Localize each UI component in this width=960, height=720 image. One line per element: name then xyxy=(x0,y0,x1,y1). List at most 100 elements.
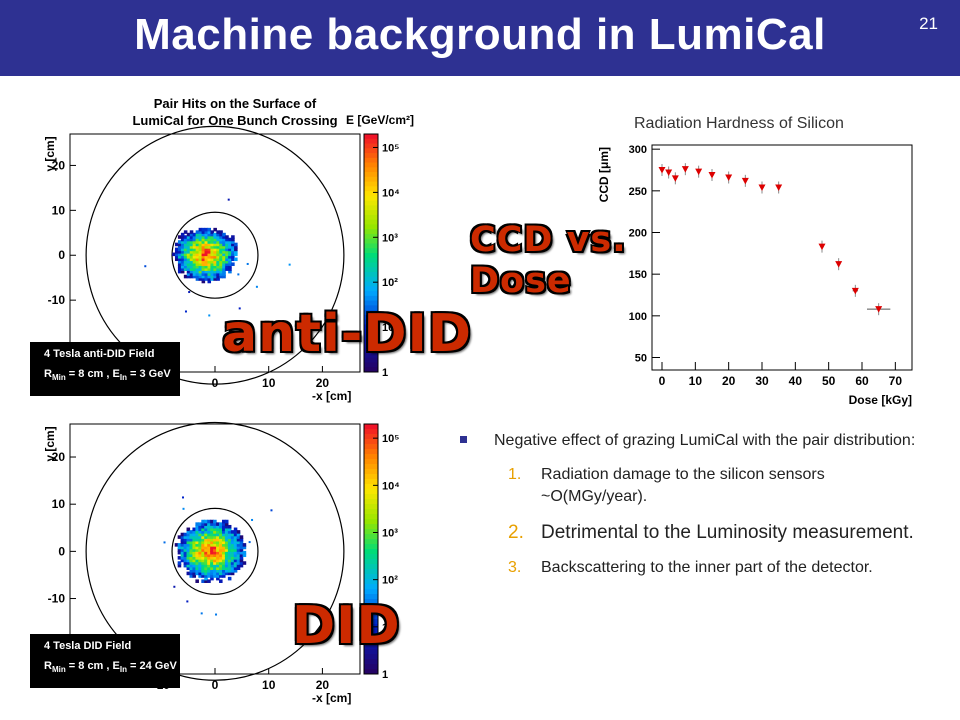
heatmap-cell xyxy=(222,232,226,237)
heatmap-cell xyxy=(213,519,217,524)
heatmap-cell xyxy=(210,252,214,257)
heatmap-cell xyxy=(210,255,214,259)
heatmap-cell xyxy=(183,267,188,271)
heatmap-cell xyxy=(189,530,194,534)
colorbar-segment xyxy=(364,644,378,650)
heatmap-cell xyxy=(219,259,223,264)
heatmap-cell xyxy=(213,569,217,573)
heatmap-cell xyxy=(230,532,235,537)
heatmap-cell xyxy=(210,576,214,581)
heatmap-cell xyxy=(236,540,241,545)
heatmap-cell xyxy=(221,561,226,565)
heatmap-cell xyxy=(195,548,199,552)
colorbar-segment xyxy=(364,604,378,610)
heatmap-hit xyxy=(237,273,240,276)
colorbar-segment xyxy=(364,664,378,670)
did-label: DID xyxy=(291,596,401,656)
heatmap-cell xyxy=(195,543,199,547)
heatmap-cell xyxy=(236,553,241,558)
heatmap-cell xyxy=(230,530,235,534)
heatmap-cell xyxy=(219,540,223,545)
colorbar-segment xyxy=(364,429,378,435)
heatmap-cell xyxy=(192,259,197,264)
heatmap-cell xyxy=(222,259,226,264)
heatmap-cell xyxy=(195,550,199,555)
heatmap-cell xyxy=(186,264,191,269)
heatmap-cell xyxy=(201,527,205,532)
heatmap-cell xyxy=(225,252,229,257)
heatmap-cell xyxy=(201,545,205,550)
heatmap-cell xyxy=(210,269,214,274)
heatmap-cell xyxy=(216,259,220,264)
heatmap-cell xyxy=(239,548,244,552)
heatmap-cell xyxy=(201,553,205,558)
heatmap-cell xyxy=(201,257,206,262)
heatmap-cell xyxy=(189,540,194,545)
heatmap-cell xyxy=(219,242,223,247)
heatmap-cell xyxy=(174,543,179,547)
heatmap-cell xyxy=(228,259,232,264)
heatmap-cell xyxy=(198,250,203,254)
heatmap-cell xyxy=(183,563,188,568)
heatmap-cell xyxy=(198,232,203,237)
colorbar-segment xyxy=(364,544,378,550)
heatmap-cell xyxy=(221,522,226,526)
heatmap-cell xyxy=(213,540,217,545)
x-tick-label: 20 xyxy=(316,678,330,692)
heatmap-cell xyxy=(236,548,241,552)
heatmap-cell xyxy=(177,250,182,254)
heatmap-hit xyxy=(215,613,218,616)
heatmap-cell xyxy=(216,576,220,581)
heatmap-cell xyxy=(180,267,185,271)
colorbar-segment xyxy=(364,276,378,283)
heatmap-cell xyxy=(189,537,194,542)
heatmap-cell xyxy=(227,543,232,547)
data-point xyxy=(708,172,716,179)
heatmap-cell xyxy=(192,257,197,262)
heatmap-cell xyxy=(219,272,223,276)
heatmap-cell xyxy=(239,543,244,547)
heatmap-cell xyxy=(213,543,217,547)
x-tick-label: 10 xyxy=(262,678,276,692)
heatmap-cell xyxy=(204,519,208,524)
heatmap-cell xyxy=(225,250,229,254)
heatmap-cell xyxy=(183,264,188,269)
colorbar-segment xyxy=(364,594,378,600)
heatmap-cell xyxy=(210,553,214,558)
heatmap-cell xyxy=(186,535,191,539)
heatmap-cell xyxy=(201,530,205,534)
heatmap-cell xyxy=(207,569,211,573)
heatmap-cell xyxy=(216,264,220,269)
colorbar-segment xyxy=(364,524,378,530)
heatmap-cell xyxy=(180,240,185,244)
field-info-line2: RMin = 8 cm , EIn = 3 GeV xyxy=(44,368,171,383)
bullet-main-text: Negative effect of grazing LumiCal with … xyxy=(494,432,916,449)
heatmap-cell xyxy=(198,558,202,563)
outer-ring xyxy=(85,421,345,681)
heatmap-cell xyxy=(210,519,214,524)
heatmap-cell xyxy=(207,574,211,578)
heatmap-cell xyxy=(231,255,235,259)
heatmap-cell xyxy=(186,548,191,552)
heatmap-cell xyxy=(219,522,223,526)
heatmap-cell xyxy=(230,571,235,576)
heatmap-cell xyxy=(219,569,223,573)
heatmap-cell xyxy=(239,563,244,568)
heatmap-cell xyxy=(195,259,200,264)
heatmap-cell xyxy=(210,563,214,568)
heatmap-cell xyxy=(186,250,191,254)
heatmap-cell xyxy=(221,545,226,550)
heatmap-cell xyxy=(228,255,232,259)
heatmap-cell xyxy=(224,556,229,560)
colorbar-segment xyxy=(364,499,378,505)
x-tick-label: 0 xyxy=(212,376,219,390)
colorbar-segment xyxy=(364,286,378,292)
colorbar-segment xyxy=(364,569,378,575)
colorbar-segment xyxy=(364,257,378,264)
x-axis-label: -x [cm] xyxy=(312,389,351,403)
heatmap-hit xyxy=(200,612,203,615)
heatmap-cell xyxy=(204,232,209,237)
heatmap-cell xyxy=(207,553,211,558)
heatmap-cell xyxy=(233,535,238,539)
heatmap-cell xyxy=(195,556,199,560)
